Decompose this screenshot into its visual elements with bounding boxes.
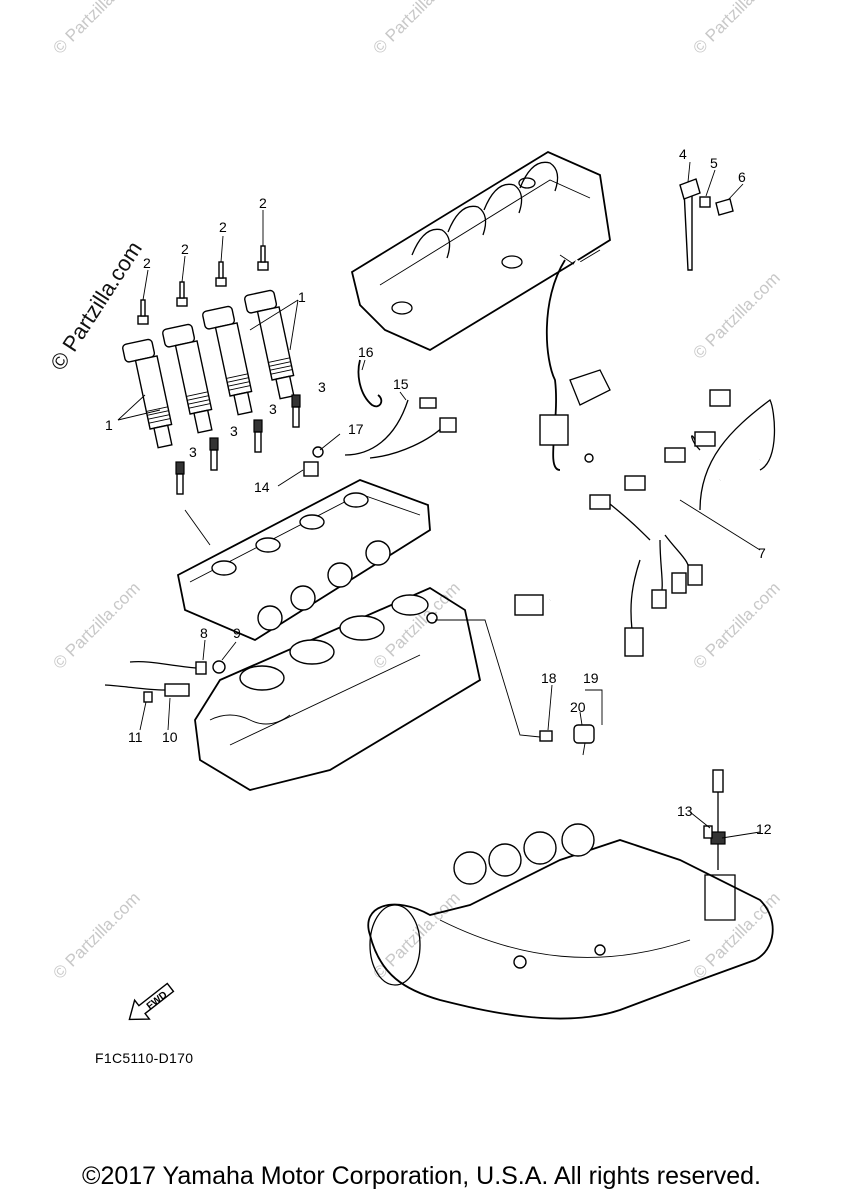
clamp-assembly [679, 178, 734, 271]
callout-16: 16 [358, 344, 374, 360]
watermark: © Partzilla.com [369, 0, 463, 58]
callout-17: 17 [348, 421, 364, 437]
callout-3: 3 [230, 423, 238, 439]
watermark-group: © Partzilla.com © Partzilla.com © Partzi… [45, 0, 784, 983]
callout-18: 18 [541, 670, 557, 686]
callout-1: 1 [298, 289, 306, 305]
exploded-parts-diagram: © Partzilla.com © Partzilla.com © Partzi… [45, 0, 784, 1021]
sensor-group-left [104, 619, 595, 756]
leader-lines [117, 161, 761, 839]
callout-4: 4 [679, 146, 687, 162]
callout-19: 19 [583, 670, 599, 686]
callout-2: 2 [259, 195, 267, 211]
watermark: © Partzilla.com [49, 578, 143, 672]
callout-3: 3 [189, 444, 197, 460]
wire-harness [514, 259, 776, 657]
sensor-group-top [184, 359, 457, 546]
exhaust-manifold [367, 769, 774, 1020]
callout-6: 6 [738, 169, 746, 185]
cylinder-block [194, 586, 482, 791]
watermark: © Partzilla.com [369, 888, 463, 982]
callout-15: 15 [393, 376, 409, 392]
callout-12: 12 [756, 821, 772, 837]
callout-labels: 1 1 1 2 2 2 2 3 3 3 3 4 5 6 7 8 9 10 11 … [105, 146, 772, 837]
callout-3: 3 [269, 401, 277, 417]
coil-bolts [137, 245, 269, 325]
callout-14: 14 [254, 479, 270, 495]
copyright-notice: ©2017 Yamaha Motor Corporation, U.S.A. A… [82, 1162, 761, 1190]
callout-1: 1 [105, 417, 113, 433]
callout-10: 10 [162, 729, 178, 745]
watermark: © Partzilla.com [689, 888, 783, 982]
callout-8: 8 [200, 625, 208, 641]
callout-2: 2 [181, 241, 189, 257]
callout-3: 3 [318, 379, 326, 395]
callout-2: 2 [143, 255, 151, 271]
callout-11: 11 [128, 729, 143, 745]
diagram-code: F1C5110-D170 [95, 1050, 194, 1066]
callout-5: 5 [710, 155, 718, 171]
watermark: © Partzilla.com [49, 888, 143, 982]
callout-20: 20 [570, 699, 586, 715]
watermark: © Partzilla.com [689, 268, 783, 362]
ignition-coils [122, 245, 301, 495]
callout-7: 7 [758, 545, 766, 561]
cylinder-head [176, 479, 431, 642]
fwd-arrow: FWD [128, 982, 175, 1021]
watermark: © Partzilla.com [689, 0, 783, 58]
callout-9: 9 [233, 625, 241, 641]
callout-13: 13 [677, 803, 693, 819]
watermark: © Partzilla.com [49, 0, 143, 58]
spark-plugs [175, 394, 301, 495]
watermark: © Partzilla.com [689, 578, 783, 672]
callout-2: 2 [219, 219, 227, 235]
intake-manifold [350, 150, 611, 352]
